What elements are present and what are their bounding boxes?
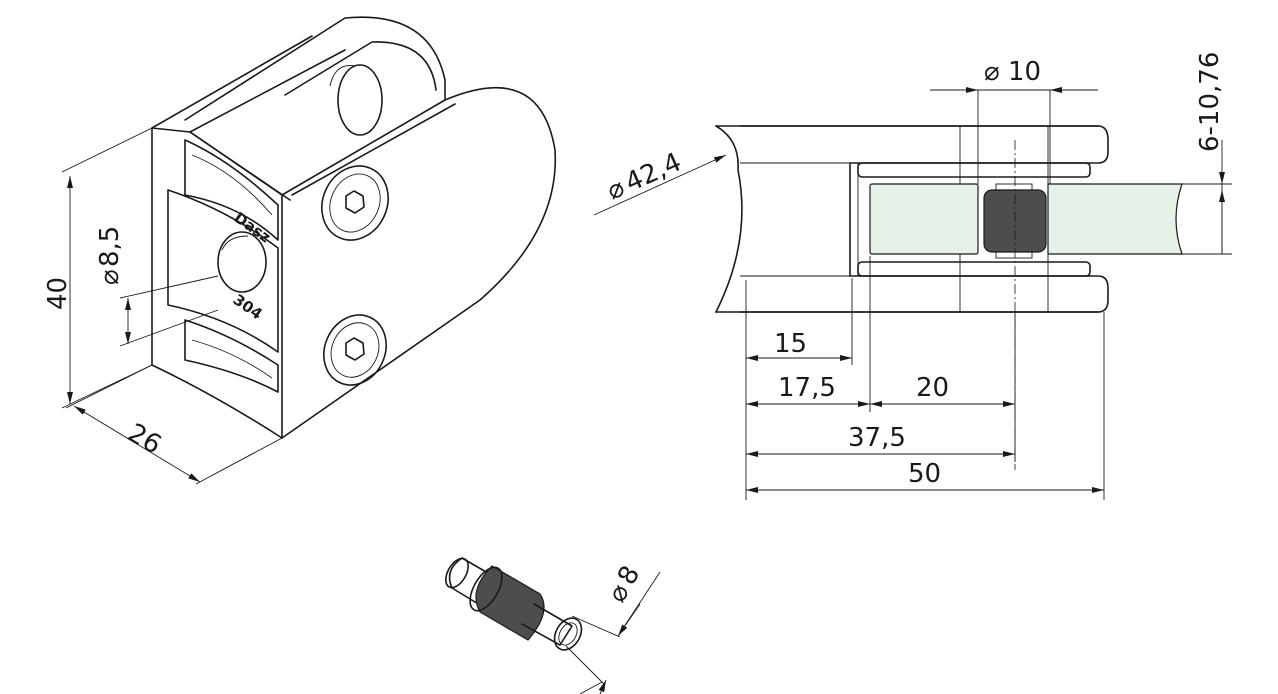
clamp-back-bore-inner — [329, 64, 357, 87]
dim-50-label: 50 — [908, 459, 941, 489]
glass-panel-right — [1047, 183, 1183, 255]
lower-hex-screw-icon — [323, 314, 387, 386]
dim-bore-symbol: ⌀ — [95, 269, 125, 285]
dim-tube-label: 42,4 — [621, 147, 686, 198]
dim-height-label: 40 — [43, 277, 73, 310]
pin-isometric-view: ⌀ 8 — [445, 557, 661, 694]
dim-depth-line — [73, 405, 201, 483]
dim-tube-leader — [593, 154, 727, 216]
dim-pin-label: 10 — [1008, 57, 1041, 87]
upper-pad — [857, 162, 1091, 178]
material-stamp: 304 — [230, 291, 266, 324]
dim-depth-label: 26 — [123, 418, 167, 461]
clamp-front-slot — [167, 189, 279, 353]
clamp-side-plate — [281, 86, 557, 439]
pin-left-shaft — [448, 557, 501, 606]
dim-20-label: 20 — [916, 373, 949, 403]
clamp-isometric-view: Dasz 304 40 ⌀ 8,5 26 — [43, 16, 557, 485]
clamp-back-bore — [337, 64, 383, 136]
lower-jaw-plate — [739, 275, 1109, 313]
dim-pin-symbol: ⌀ — [984, 57, 1000, 87]
clamp-front-face — [151, 127, 283, 439]
dim-glass-label: 6-10,76 — [1195, 52, 1225, 152]
dim-17-5-label: 17,5 — [778, 373, 836, 403]
glass-panel-left — [869, 183, 979, 255]
clamp-front-bore — [217, 231, 267, 293]
clamp-back-lobe-inner — [284, 41, 437, 96]
pin-right-shaft — [521, 603, 573, 646]
clamp-side-view: ⌀ 42,4 ⌀ 10 6-10,76 15 17,5 20 — [593, 52, 1232, 500]
clamp-back-lobe — [184, 16, 446, 121]
lower-pad — [857, 261, 1091, 277]
tube-section — [715, 125, 743, 313]
clamp-side-plate-edge — [291, 103, 456, 196]
dim-pin-dia-line — [617, 603, 641, 637]
upper-jaw-plate — [739, 125, 1109, 164]
dim-37-5-label: 37,5 — [848, 423, 906, 453]
dim-bore-label: 8,5 — [95, 226, 125, 267]
clamp-front-upper-jaw — [184, 139, 279, 241]
upper-hex-screw-icon — [321, 165, 389, 241]
dim-15-label: 15 — [774, 329, 807, 359]
clamp-front-lower-jaw — [184, 319, 279, 393]
pin-sleeve — [475, 565, 545, 641]
